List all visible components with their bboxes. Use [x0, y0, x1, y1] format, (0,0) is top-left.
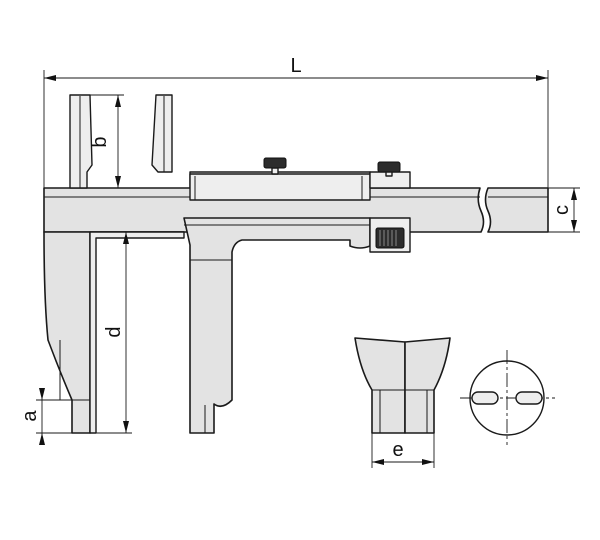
label-L: L [290, 55, 301, 77]
dimension-L: L [43, 55, 549, 188]
fine-adjust-unit [369, 171, 411, 253]
label-c: c [551, 205, 573, 215]
label-e: e [392, 439, 403, 461]
dimension-c: c [548, 187, 580, 233]
slider [151, 94, 371, 434]
dimension-e: e [371, 433, 435, 468]
dimension-b: b [89, 94, 124, 189]
label-b: b [89, 136, 111, 147]
dimension-d: d [96, 232, 132, 434]
jaw-tip-detail [354, 337, 451, 434]
locking-screw-1 [263, 157, 287, 175]
label-a: a [19, 410, 41, 422]
jaw-end-view [460, 350, 555, 445]
label-d: d [103, 326, 125, 337]
locking-screw-2 [377, 161, 401, 177]
fixed-jaw [43, 94, 185, 434]
dimension-a: a [19, 388, 72, 445]
